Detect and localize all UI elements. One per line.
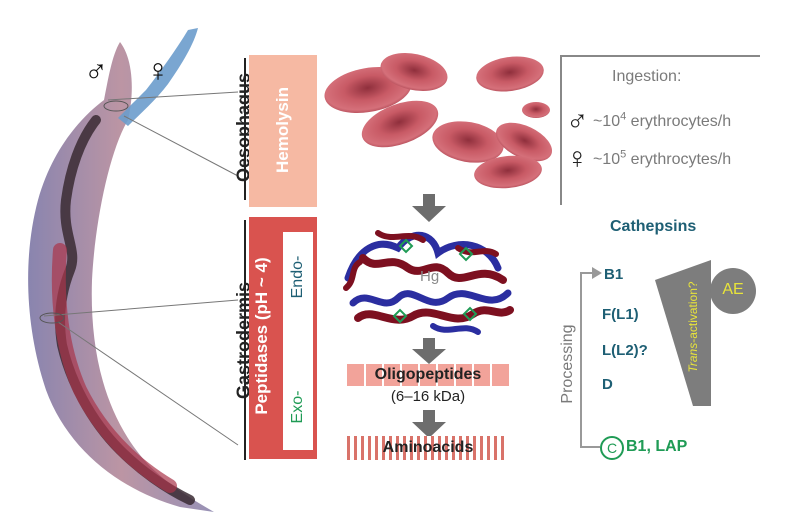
male-rate: ~104 erythrocytes/h <box>592 110 732 131</box>
ingestion-female-row: ♀ ~105 erythrocytes/h <box>566 142 731 176</box>
aminoacids-label: Aminoacids <box>382 439 474 456</box>
exo-label: Exo- <box>289 390 306 424</box>
female-worm-body <box>118 28 198 126</box>
gastrodermis-bracket <box>244 220 246 460</box>
ingestion-title: Ingestion: <box>612 68 682 85</box>
c-circle: C <box>600 436 624 460</box>
endo-exo-panel <box>283 232 313 450</box>
processing-bracket-line <box>580 272 582 448</box>
processing-arrowhead <box>592 267 602 279</box>
endo-label: Endo- <box>289 255 306 299</box>
ae-circle <box>710 268 756 314</box>
female-symbol-ingestion: ♀ <box>566 142 589 175</box>
oligopeptides-bar <box>347 364 509 386</box>
cathepsins-title: Cathepsins <box>610 218 697 235</box>
leader-line-oesophagus-2 <box>123 115 239 177</box>
oligopeptides-label: Oligopeptides <box>374 366 482 383</box>
male-symbol-ingestion: ♂ <box>566 104 589 137</box>
transactivation-wedge <box>655 260 711 406</box>
gut-red <box>51 243 177 493</box>
cathepsin-item-3: L(L2)? <box>602 342 648 359</box>
ingestion-male-row: ♂ ~104 erythrocytes/h <box>566 104 731 138</box>
leader-line-gastrodermis-2 <box>57 321 239 446</box>
male-symbol-worm: ♂ <box>84 52 108 88</box>
hemolysin-box <box>249 55 317 207</box>
cathepsin-item-2: F(L1) <box>602 306 639 323</box>
peptidases-label: Peptidases (pH ~ 4) <box>252 257 271 415</box>
section-ring-bottom <box>39 312 65 324</box>
processing-label: Processing <box>559 324 576 404</box>
aminoacids-bar <box>347 436 509 460</box>
rbc-group <box>324 53 553 189</box>
cathepsin-item-4: D <box>602 376 613 393</box>
arrow-down-1 <box>412 194 446 222</box>
hemolysin-label: Hemolysin <box>273 87 292 173</box>
arrow-down-3 <box>412 410 446 438</box>
oligopeptides-size: (6–16 kDa) <box>390 388 466 405</box>
cathepsin-item-1: B1 <box>604 266 624 283</box>
cathepsin-bottom-label: B1, LAP <box>626 438 688 455</box>
female-rate: ~105 erythrocytes/h <box>592 148 732 169</box>
processing-bracket-bottom <box>580 446 600 448</box>
ae-label: AE <box>722 281 744 298</box>
leader-line-oesophagus-1 <box>107 91 239 101</box>
schistosome-worm-illustration <box>28 28 239 512</box>
transactivation-label: Trans-activation? <box>686 281 700 373</box>
section-ring-top <box>103 100 129 112</box>
arrow-down-2 <box>412 338 446 364</box>
hg-label: Hg <box>420 268 440 285</box>
ingestion-bracket-side <box>560 55 562 205</box>
leader-line-gastrodermis-1 <box>43 299 239 317</box>
hemoglobin-structure <box>343 230 514 335</box>
female-symbol-worm: ♀ <box>146 52 170 88</box>
ingestion-bracket-top <box>560 55 760 57</box>
processing-bracket-top <box>580 272 594 274</box>
oesophagus-bracket <box>244 58 246 200</box>
erythrocytes-image <box>324 53 553 189</box>
